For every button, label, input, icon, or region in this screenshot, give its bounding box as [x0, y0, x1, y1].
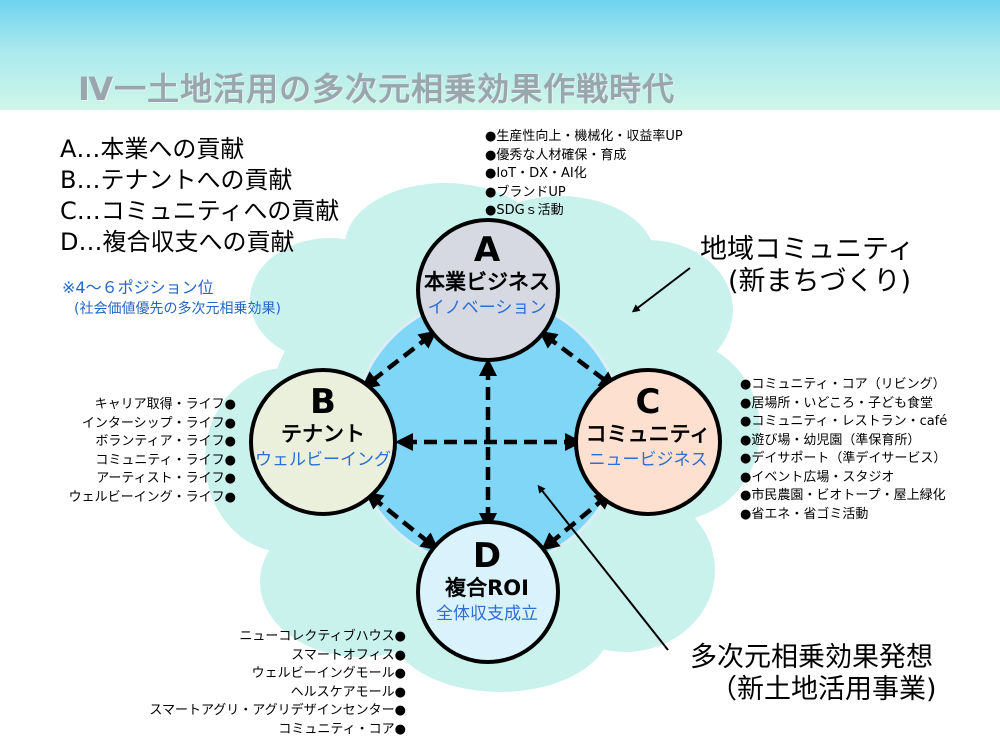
list-item: ●イベント広場・スタジオ — [740, 469, 895, 485]
legend-item-a: A…本業への貢献 — [60, 135, 245, 163]
list-item: ●デイサポート（準デイサービス） — [740, 451, 947, 466]
list-item: スマートアグリ・アグリデザインセンター● — [149, 703, 406, 718]
arrow-b-d — [364, 491, 440, 551]
list-item: ボランティア・ライフ● — [95, 434, 236, 449]
pointer-community — [631, 267, 691, 313]
list-item: ウェルビーイングモール● — [251, 666, 406, 681]
legend-item-d: D…複合収支への貢献 — [60, 228, 295, 256]
node-a-circle — [416, 218, 560, 362]
list-item: コミュニティ・ライフ● — [95, 452, 236, 468]
node-d-letter: D — [472, 536, 502, 576]
list-item: ●コミュニティ・コア（リビング） — [740, 377, 946, 392]
node-b-sub: ウェルビーイング — [255, 450, 391, 470]
list-item: ●遊び場・幼児園（準保育所） — [740, 432, 921, 448]
node-c-circle — [574, 368, 722, 516]
list-item: ●ブランドUP — [485, 184, 566, 200]
list-item: インターシップ・ライフ● — [81, 415, 236, 431]
arrow-a-c — [538, 330, 618, 390]
node-d-name: 複合ROI — [445, 576, 529, 600]
node-a: A 本業ビジネス イノベーション — [412, 232, 562, 320]
community-annotation: 地域コミュニティ (新まちづくり) — [700, 234, 914, 298]
list-item: ●市民農園・ビオトープ・屋上緑化 — [740, 488, 946, 503]
arrow-a-b — [360, 330, 438, 390]
list-item: ●IoT・DX・AI化 — [485, 166, 587, 181]
list-a: ●生産性向上・機械化・収益率UP ●優秀な人材確保・育成 ●IoT・DX・AI化… — [485, 128, 683, 221]
node-b-letter: B — [310, 382, 336, 422]
node-d-circle — [416, 520, 560, 664]
list-item: ●省エネ・省ゴミ活動 — [740, 506, 869, 522]
node-c: C コミュニティ ニュービジネス — [568, 384, 728, 472]
list-item: ウェルビーイング・ライフ● — [68, 489, 236, 505]
position-note-detail: (社会価値優先の多次元相乗効果) — [74, 301, 281, 317]
node-a-sub: イノベーション — [427, 298, 547, 318]
synergy-annotation-title: 多次元相乗効果発想 — [690, 642, 933, 673]
list-item: ●生産性向上・機械化・収益率UP — [485, 129, 683, 144]
list-item: キャリア取得・ライフ● — [94, 397, 236, 412]
page-title: Ⅳ一土地活用の多次元相乗効果作戦時代 — [78, 70, 676, 108]
node-c-sub: ニュービジネス — [588, 450, 708, 470]
synergy-annotation: 多次元相乗効果発想 （新土地活用事業) — [690, 642, 937, 706]
node-d-sub: 全体収支成立 — [436, 604, 538, 624]
list-item: アーティスト・ライフ● — [96, 471, 236, 486]
list-item: ●コミュニティ・レストラン・café — [740, 414, 948, 429]
community-annotation-title: 地域コミュニティ — [700, 234, 915, 265]
list-c: ●コミュニティ・コア（リビング） ●居場所・いどころ・子ども食堂 ●コミュニティ… — [740, 376, 947, 524]
list-b: キャリア取得・ライフ● インターシップ・ライフ● ボランティア・ライフ● コミュ… — [69, 396, 236, 507]
list-item: コミュニティ・コア● — [278, 721, 406, 737]
node-b-circle — [249, 368, 397, 516]
header-banner — [0, 0, 1000, 110]
list-item: ヘルスケアモール● — [290, 684, 406, 700]
synergy-annotation-sub: （新土地活用事業) — [710, 674, 937, 705]
node-d: D 複合ROI 全体収支成立 — [412, 538, 562, 626]
list-item: スマートオフィス● — [291, 647, 406, 663]
list-item: ●SDGｓ活動 — [485, 203, 564, 218]
pointer-synergy — [537, 484, 669, 651]
node-c-letter: C — [635, 382, 661, 422]
node-b: B テナント ウェルビーイング — [248, 384, 398, 472]
legend-item-b: B…テナントへの貢献 — [60, 166, 293, 194]
legend-item-c: C…コミュニティへの貢献 — [60, 197, 340, 225]
list-d: ニューコレクティブハウス● スマートオフィス● ウェルビーイングモール● ヘルス… — [149, 628, 406, 739]
community-annotation-sub: (新まちづくり) — [728, 266, 912, 297]
node-b-name: テナント — [281, 422, 365, 446]
arrow-c-d — [541, 491, 613, 551]
node-a-name: 本業ビジネス — [424, 270, 550, 294]
list-item: ●優秀な人材確保・育成 — [485, 147, 627, 163]
node-a-letter: A — [473, 230, 501, 270]
list-item: ●居場所・いどころ・子ども食堂 — [740, 395, 933, 411]
node-c-name: コミュニティ — [585, 422, 711, 446]
contribution-legend: A…本業への貢献 B…テナントへの貢献 C…コミュニティへの貢献 D…複合収支へ… — [60, 134, 339, 258]
position-note: ※4～６ポジション位 — [62, 278, 214, 297]
list-item: ニューコレクティブハウス● — [239, 629, 406, 644]
